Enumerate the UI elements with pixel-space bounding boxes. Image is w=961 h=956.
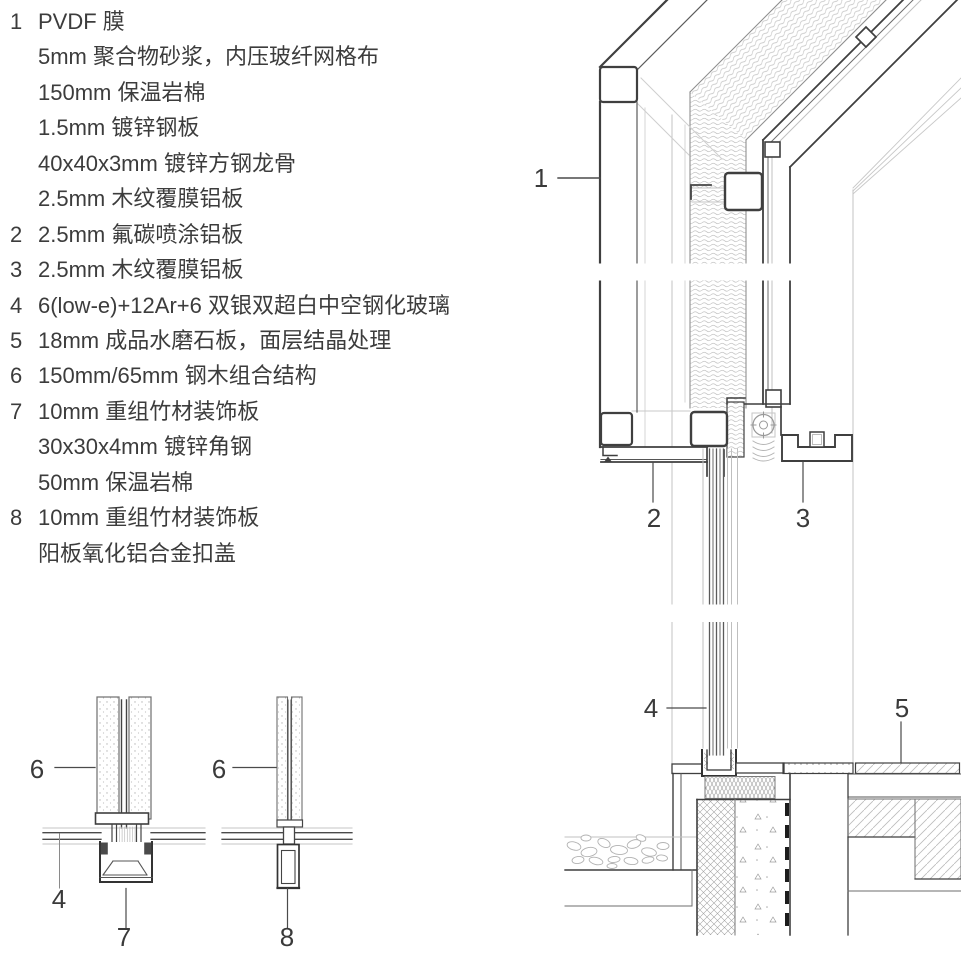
callout-6: 6: [30, 754, 44, 784]
legend-item: 1 PVDF 膜: [10, 4, 480, 39]
callout-7: 7: [117, 922, 131, 952]
waterproof-dashed-strip: [785, 803, 789, 926]
legend-item-number: 5: [10, 327, 23, 353]
legend-item-number: 4: [10, 292, 23, 318]
legend-item-number: 7: [10, 398, 23, 424]
timber-bar: [276, 696, 289, 821]
legend-item-text: 40x40x3mm 镀锌方钢龙骨: [38, 150, 296, 176]
legend-item-text: 5mm 聚合物砂浆，内压玻纤网格布: [38, 44, 380, 70]
pier-concrete: [735, 800, 784, 935]
callout-5: 5: [895, 693, 909, 723]
sill-and-foundation: [564, 749, 961, 936]
legend-item-text: 阳板氧化铝合金扣盖: [38, 540, 237, 566]
steel-tube-sections: [598, 25, 878, 448]
legend-item: 1.5mm 镀锌钢板: [10, 110, 480, 145]
callout-1: 1: [534, 163, 548, 193]
legend-item-text: 18mm 成品水磨石板，面层结晶处理: [38, 327, 392, 353]
legend-item-text: 150mm 保温岩棉: [38, 79, 206, 105]
legend-item-text: 150mm/65mm 钢木组合结构: [38, 363, 317, 389]
legend-item-text: 2.5mm 木纹覆膜铝板: [38, 257, 244, 283]
material-legend: 1 PVDF 膜 5mm 聚合物砂浆，内压玻纤网格布 150mm 保温岩棉 1.5…: [10, 4, 480, 571]
legend-item: 5mm 聚合物砂浆，内压玻纤网格布: [10, 39, 480, 74]
legend-item: 3 2.5mm 木纹覆膜铝板: [10, 252, 480, 287]
legend-item: 4 6(low-e)+12Ar+6 双银双超白中空钢化玻璃: [10, 288, 480, 323]
legend-item-number: 8: [10, 505, 23, 531]
legend-item-number: 3: [10, 257, 23, 283]
callout-4: 4: [52, 884, 66, 914]
break-line-band: [594, 263, 796, 281]
rotated-square-clip: [854, 25, 878, 49]
gravel-texture: [566, 834, 670, 869]
sill-channel: [99, 841, 153, 883]
legend-item-text: 50mm 保温岩棉: [38, 469, 194, 495]
legend-item: 150mm 保温岩棉: [10, 75, 480, 110]
jamb-channel-profile: [781, 434, 853, 462]
legend-item-text: 1.5mm 镀锌钢板: [38, 115, 200, 141]
legend-item-text: 10mm 重组竹材装饰板: [38, 505, 260, 531]
mineral-wool-block: [704, 776, 776, 799]
callout-3: 3: [796, 503, 810, 533]
base-plate: [276, 819, 304, 828]
callout-6: 6: [212, 754, 226, 784]
plan-detail-mullion-150: 6 4 7: [30, 696, 206, 952]
legend-item: 50mm 保温岩棉: [10, 465, 480, 500]
legend-item-number: 6: [10, 363, 23, 389]
pier-crosshatch: [697, 800, 735, 935]
legend-item: 阳板氧化铝合金扣盖: [10, 536, 480, 571]
window-head-assembly: [600, 397, 853, 477]
insulated-glass-unit: [702, 448, 738, 756]
glass-plan-lines: [42, 827, 206, 845]
callout-2: 2: [647, 503, 661, 533]
legend-item-number: 1: [10, 9, 23, 34]
detail-left-callouts: [54, 766, 127, 929]
legend-item-text: 2.5mm 木纹覆膜铝板: [38, 186, 244, 212]
legend-item-text: 10mm 重组竹材装饰板: [38, 398, 260, 424]
seal-spring-symbol: [752, 440, 775, 462]
detail-right-callouts: [232, 766, 289, 929]
legend-item: 30x30x4mm 镀锌角钢: [10, 429, 480, 464]
legend-item: 8 10mm 重组竹材装饰板: [10, 500, 480, 535]
insulation-rockwool-hatch: [689, 0, 887, 458]
break-line-band: [666, 604, 746, 622]
legend-item-text: 2.5mm 氟碳喷涂铝板: [38, 221, 244, 247]
callout-8: 8: [280, 922, 294, 952]
callout-4: 4: [644, 693, 658, 723]
legend-item: 7 10mm 重组竹材装饰板: [10, 394, 480, 429]
plan-detail-mullion-65: 6 8: [212, 696, 353, 952]
legend-item-text: 6(low-e)+12Ar+6 双银双超白中空钢化玻璃: [38, 292, 450, 318]
legend-item: 2.5mm 木纹覆膜铝板: [10, 181, 480, 216]
timber-bar: [128, 696, 152, 820]
timber-bar: [96, 696, 120, 820]
glazing-connector: [282, 826, 296, 845]
legend-item-text: PVDF 膜: [38, 9, 125, 34]
terrazzo-plank: [782, 762, 854, 775]
base-plate: [94, 812, 150, 825]
legend-item-text: 30x30x4mm 镀锌角钢: [38, 434, 252, 460]
legend-item: 5 18mm 成品水磨石板，面层结晶处理: [10, 323, 480, 358]
legend-item-number: 2: [10, 221, 23, 247]
main-callouts: [557, 177, 902, 763]
legend-item: 6 150mm/65mm 钢木组合结构: [10, 358, 480, 393]
timber-bar: [290, 696, 303, 821]
cover-box: [276, 843, 301, 890]
legend-item: 40x40x3mm 镀锌方钢龙骨: [10, 146, 480, 181]
legend-item: 2 2.5mm 氟碳喷涂铝板: [10, 217, 480, 252]
terrazzo-plank: [854, 762, 961, 775]
main-section-detail: 1 2 3 4 5: [534, 0, 961, 936]
hidden-layer-lines: [631, 0, 961, 764]
